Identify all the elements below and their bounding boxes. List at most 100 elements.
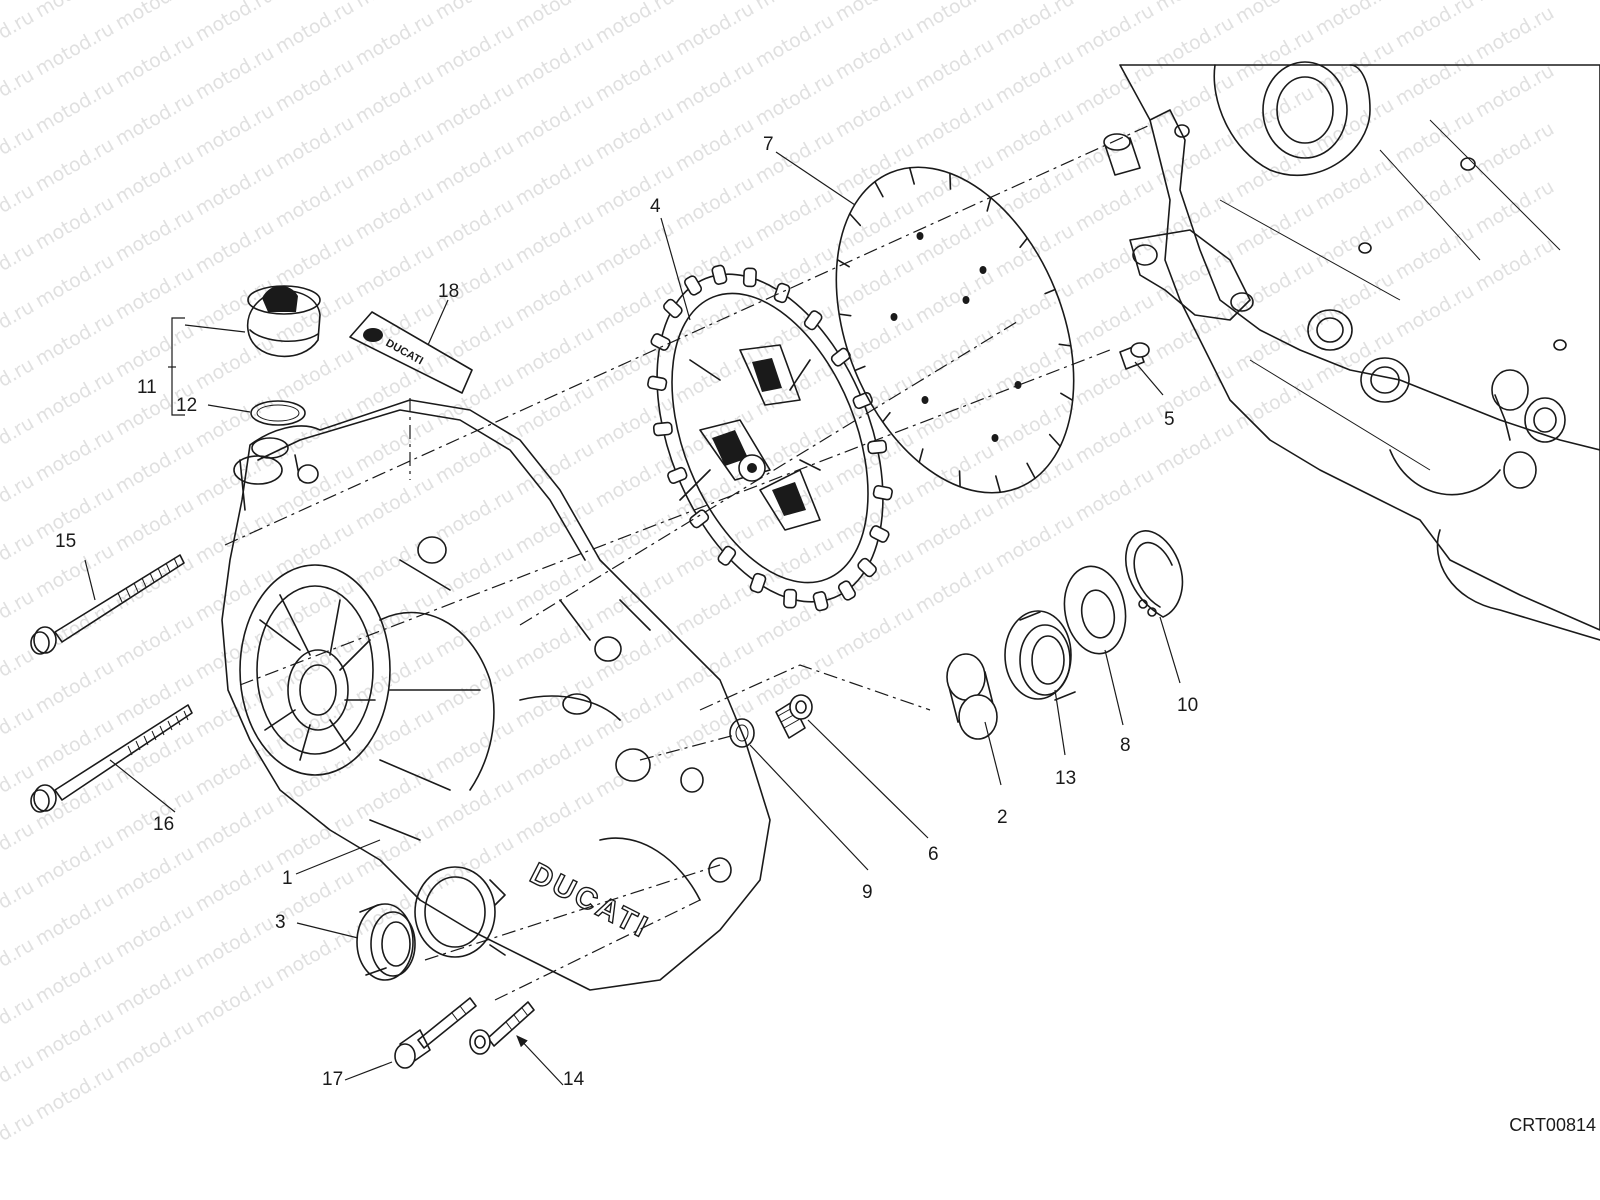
watermark: motod.ru bbox=[0, 354, 38, 417]
callout-18: 18 bbox=[438, 281, 459, 302]
watermark: motod.ru bbox=[112, 30, 198, 93]
watermark: motod.ru bbox=[112, 1016, 198, 1079]
watermark: motod.ru bbox=[1392, 164, 1478, 227]
plate-tooth bbox=[742, 267, 757, 288]
watermark: motod.ru bbox=[432, 136, 518, 199]
watermark: motod.ru bbox=[912, 324, 998, 387]
watermark: motod.ru bbox=[32, 366, 118, 429]
watermark: motod.ru bbox=[192, 854, 278, 917]
watermark: motod.ru bbox=[512, 786, 598, 849]
watermark: motod.ru bbox=[1392, 280, 1478, 343]
plate-notch bbox=[838, 313, 852, 317]
watermark: motod.ru bbox=[512, 264, 598, 327]
plate-notch bbox=[854, 365, 866, 372]
watermark: motod.ru bbox=[432, 484, 518, 547]
watermark: motod.ru bbox=[912, 150, 998, 213]
plate-notch bbox=[1044, 288, 1056, 295]
callout-4: 4 bbox=[650, 196, 661, 217]
watermark: motod.ru bbox=[272, 54, 358, 117]
watermark: motod.ru bbox=[1232, 314, 1318, 377]
watermark: motod.ru bbox=[32, 134, 118, 197]
plate-notch bbox=[1048, 433, 1062, 448]
plate-notch bbox=[986, 196, 992, 212]
plate-tooth bbox=[783, 588, 798, 609]
watermark: motod.ru bbox=[32, 250, 118, 313]
callout-13: 13 bbox=[1055, 768, 1076, 789]
plate-notch bbox=[958, 470, 961, 488]
plate-tooth bbox=[711, 264, 728, 285]
watermark: motod.ru bbox=[1072, 348, 1158, 411]
watermark: motod.ru bbox=[512, 0, 598, 36]
plate-tooth bbox=[667, 466, 688, 484]
watermark: motod.ru bbox=[32, 1062, 118, 1125]
callout-17: 17 bbox=[322, 1069, 343, 1090]
watermark: motod.ru bbox=[192, 622, 278, 685]
watermark: motod.ru bbox=[0, 528, 38, 591]
watermark: motod.ru bbox=[112, 668, 198, 731]
watermark: motod.ru bbox=[672, 114, 758, 177]
watermark: motod.ru bbox=[992, 510, 1078, 573]
plate-tooth bbox=[869, 525, 890, 543]
bearing-13 bbox=[1004, 610, 1076, 701]
plate-notch bbox=[1026, 462, 1036, 480]
plate-tooth bbox=[652, 421, 673, 437]
watermark: motod.ru bbox=[592, 450, 678, 513]
watermark: motod.ru bbox=[0, 296, 38, 359]
watermark: motod.ru bbox=[592, 566, 678, 629]
circlip-10 bbox=[1125, 530, 1184, 618]
watermark: motod.ru bbox=[112, 146, 198, 209]
watermark: motod.ru bbox=[0, 760, 38, 823]
watermark: motod.ru bbox=[1152, 244, 1238, 307]
watermark: motod.ru bbox=[912, 266, 998, 329]
watermark: motod.ru bbox=[592, 0, 678, 48]
watermark: motod.ru bbox=[0, 644, 38, 707]
decal-lettering: DUCATI bbox=[384, 337, 425, 367]
watermark: motod.ru bbox=[192, 564, 278, 627]
plate-tooth bbox=[749, 572, 767, 594]
watermark: motod.ru bbox=[592, 44, 678, 107]
watermark: motod.ru bbox=[1072, 464, 1158, 527]
watermark: motod.ru bbox=[0, 412, 38, 475]
watermark: motod.ru bbox=[192, 158, 278, 221]
watermark: motod.ru bbox=[992, 46, 1078, 109]
watermark: motod.ru bbox=[32, 1004, 118, 1067]
watermark: motod.ru bbox=[272, 344, 358, 407]
watermark: motod.ru bbox=[192, 390, 278, 453]
watermark: motod.ru bbox=[432, 194, 518, 257]
dowel-bushing bbox=[1103, 133, 1141, 176]
watermark: motod.ru bbox=[832, 22, 918, 85]
clutch-pressure-plate bbox=[647, 264, 893, 612]
watermark: motod.ru bbox=[0, 122, 38, 185]
leader-lines bbox=[84, 151, 1181, 1086]
plate-notch bbox=[881, 411, 891, 423]
plate-notch bbox=[1060, 392, 1074, 402]
watermark: motod.ru bbox=[912, 498, 998, 561]
callout-8: 8 bbox=[1120, 735, 1131, 756]
watermark: motod.ru bbox=[1072, 406, 1158, 469]
watermark: motod.ru bbox=[272, 692, 358, 755]
callout-9: 9 bbox=[862, 882, 873, 903]
bolt-5 bbox=[1119, 342, 1150, 370]
watermark: motod.ru bbox=[432, 78, 518, 141]
watermark: motod.ru bbox=[672, 578, 758, 641]
callout-1: 1 bbox=[282, 868, 293, 889]
plate-notch bbox=[918, 448, 924, 464]
watermark: motod.ru bbox=[192, 332, 278, 395]
watermark: motod.ru bbox=[0, 470, 38, 533]
watermark: motod.ru bbox=[32, 76, 118, 139]
watermark: motod.ru bbox=[32, 656, 118, 719]
watermark: motod.ru bbox=[112, 552, 198, 615]
watermark: motod.ru bbox=[32, 308, 118, 371]
plate-notch bbox=[994, 475, 1002, 494]
watermark: motod.ru bbox=[512, 380, 598, 443]
watermark: motod.ru bbox=[0, 180, 38, 243]
watermark: motod.ru bbox=[32, 192, 118, 255]
watermark: motod.ru bbox=[0, 992, 38, 1055]
callout-3: 3 bbox=[275, 912, 286, 933]
watermark: motod.ru bbox=[1392, 0, 1478, 52]
watermark: motod.ru bbox=[0, 64, 38, 127]
watermark: motod.ru bbox=[512, 322, 598, 385]
watermark: motod.ru bbox=[192, 42, 278, 105]
plate-notch bbox=[949, 172, 952, 190]
plate-tooth bbox=[773, 282, 791, 304]
